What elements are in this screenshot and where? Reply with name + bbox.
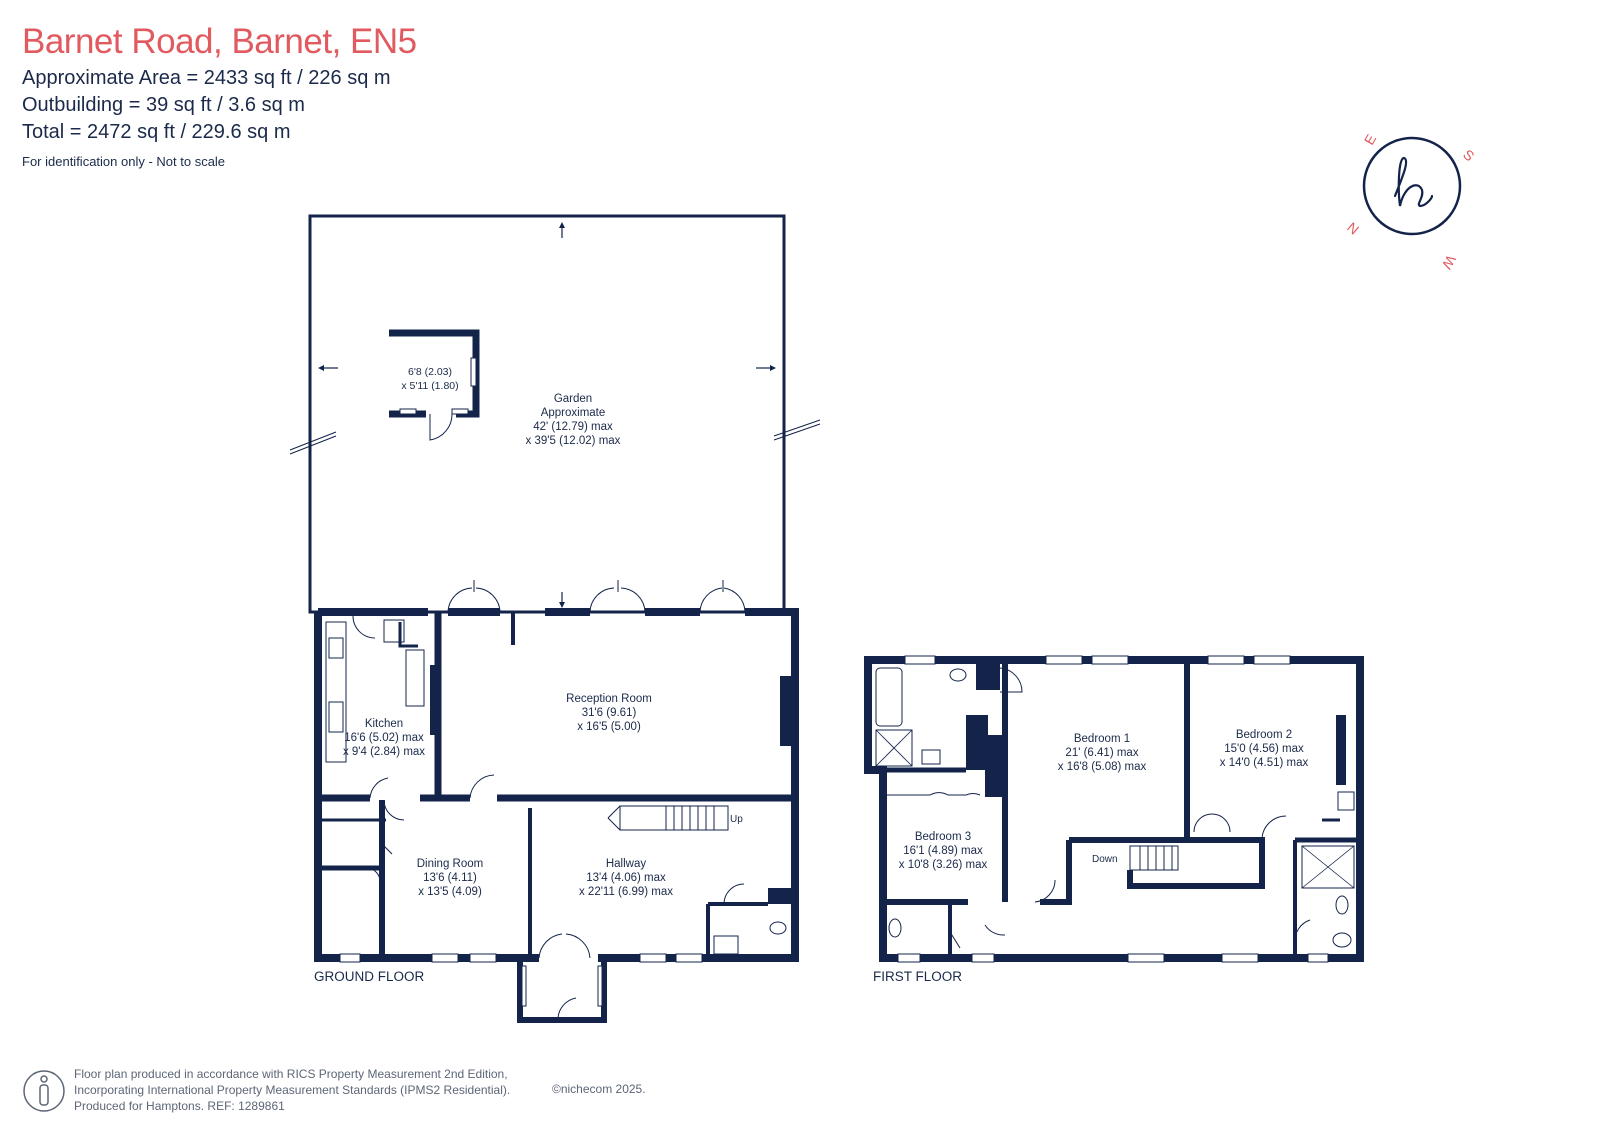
page-title: Barnet Road, Barnet, EN5 <box>22 22 417 61</box>
bedroom-1-dim-2: x 16'8 (5.08) max <box>1058 761 1147 773</box>
reception-room-dim-2: x 16'5 (5.00) <box>577 721 641 733</box>
compass-west-letter: W <box>1438 253 1459 273</box>
outbuilding-dim-1: 6'8 (2.03) <box>408 366 452 378</box>
reception-room-label: Reception Room <box>566 693 652 705</box>
bedroom-2-label: Bedroom 2 <box>1236 729 1292 741</box>
footer-notes: Floor plan produced in accordance with R… <box>74 1066 510 1114</box>
dining-room-dim-1: 13'6 (4.11) <box>423 872 477 884</box>
garden-label: Garden <box>554 393 592 405</box>
dining-room-label: Dining Room <box>417 858 483 870</box>
hallway-dim-2: x 22'11 (6.99) max <box>579 886 673 898</box>
garden-approx-label: Approximate <box>541 407 606 419</box>
approximate-area: Approximate Area = 2433 sq ft / 226 sq m <box>22 67 391 89</box>
stairs-up-label: Up <box>730 814 743 825</box>
bedroom-3-dim-2: x 10'8 (3.26) max <box>899 859 988 871</box>
bedroom-3-dim-1: 16'1 (4.89) max <box>903 845 983 857</box>
hallway-label: Hallway <box>606 858 647 870</box>
outbuilding-dim-2: x 5'11 (1.80) <box>401 380 458 392</box>
first-floor-label: FIRST FLOOR <box>873 969 962 984</box>
garden-dim-2: x 39'5 (12.02) max <box>526 435 621 447</box>
identification-note: For identification only - Not to scale <box>22 154 226 169</box>
compass-south-letter: S <box>1460 146 1477 164</box>
outbuilding <box>389 329 480 441</box>
bedroom-1-label: Bedroom 1 <box>1074 733 1130 745</box>
bedroom-2-dim-1: 15'0 (4.56) max <box>1224 743 1304 755</box>
bedroom-3-label: Bedroom 3 <box>915 831 971 843</box>
compass-logo-icon: E S W N <box>1344 131 1478 272</box>
copyright-notice: ©nichecom 2025. <box>552 1082 646 1096</box>
kitchen-dim-2: x 9'4 (2.84) max <box>343 746 425 758</box>
footer-line-1: Floor plan produced in accordance with R… <box>74 1067 508 1081</box>
reception-room-dim-1: 31'6 (9.61) <box>582 707 637 719</box>
first-floor-plan <box>864 655 1364 963</box>
dining-room-dim-2: x 13'5 (4.09) <box>418 886 482 898</box>
bedroom-2-dim-2: x 14'0 (4.51) max <box>1220 757 1309 769</box>
footer-line-2: Incorporating International Property Mea… <box>74 1083 511 1097</box>
information-icon <box>23 1070 65 1112</box>
kitchen-dim-1: 16'6 (5.02) max <box>344 732 424 744</box>
compass-east-letter: E <box>1361 131 1380 147</box>
ground-floor-plan <box>314 580 799 1023</box>
ground-floor-label: GROUND FLOOR <box>314 969 425 984</box>
hallway-dim-1: 13'4 (4.06) max <box>586 872 666 884</box>
total-area: Total = 2472 sq ft / 229.6 sq m <box>22 121 291 143</box>
bedroom-1-dim-1: 21' (6.41) max <box>1065 747 1138 759</box>
kitchen-label: Kitchen <box>365 718 403 730</box>
footer-line-3: Produced for Hamptons. REF: 1289861 <box>74 1099 285 1113</box>
outbuilding-area: Outbuilding = 39 sq ft / 3.6 sq m <box>22 94 305 116</box>
garden-dim-1: 42' (12.79) max <box>533 421 613 433</box>
stairs-down-label: Down <box>1092 854 1118 865</box>
compass-north-letter: N <box>1344 219 1362 238</box>
